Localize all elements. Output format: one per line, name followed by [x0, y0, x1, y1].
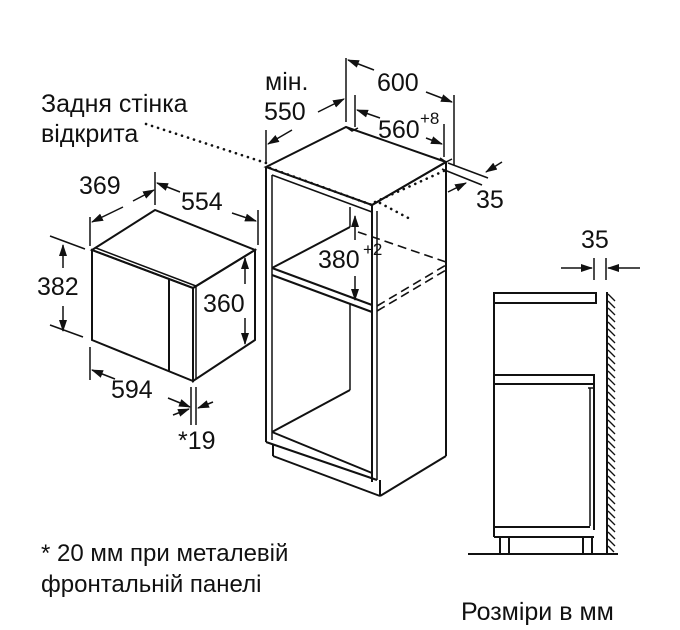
microwave-side-face	[192, 248, 256, 383]
footnote-line1: * 20 мм при металевій	[41, 540, 288, 567]
dim-appliance-front-width: 594	[111, 376, 153, 404]
dim-appliance-depth: 369	[79, 172, 121, 200]
dim-niche-height: 380	[318, 246, 360, 274]
dim-appliance-body-height: 360	[203, 290, 245, 318]
dim-niche-height-tolerance: +2	[363, 240, 382, 259]
footnote-line2: фронтальній панелі	[41, 571, 261, 598]
dim-appliance-front-thickness: *19	[178, 427, 216, 455]
microwave-appliance	[89, 208, 258, 383]
dim-wall-gap: 35	[581, 226, 609, 254]
niche-dimensions: мін. 550 600 560 +8 35 380 +2	[264, 58, 504, 301]
dim-cabinet-width: 600	[377, 69, 419, 97]
dim-niche-min-label: мін.	[265, 68, 309, 96]
rear-wall-label-line1: Задня стінка	[41, 90, 188, 118]
microwave-front-face	[91, 248, 194, 383]
section-foot-right	[582, 536, 593, 555]
tall-cabinet	[263, 125, 453, 497]
dim-niche-width-tolerance: +8	[420, 109, 439, 128]
dim-appliance-body-width: 554	[181, 188, 223, 216]
rear-wall-label-line2: відкрита	[41, 120, 138, 148]
dim-niche-width: 560	[378, 116, 420, 144]
units-caption: Розміри в мм	[461, 598, 614, 626]
rear-wall-leader-line	[144, 122, 268, 165]
appliance-dimensions: 369 554 382 360 594 *19	[37, 172, 259, 455]
wall-hatching	[607, 293, 616, 553]
section-shelf	[493, 374, 595, 385]
section-top-board	[493, 292, 597, 304]
microwave-top-face	[89, 208, 258, 290]
section-foot-left	[499, 536, 510, 555]
dim-appliance-front-height: 382	[37, 273, 79, 301]
dim-side-clearance: 35	[476, 186, 504, 214]
rear-wall-note: Задня стінка відкрита	[41, 90, 268, 165]
dim-niche-min-depth: 550	[264, 98, 306, 126]
side-section-view: 35	[468, 226, 640, 555]
